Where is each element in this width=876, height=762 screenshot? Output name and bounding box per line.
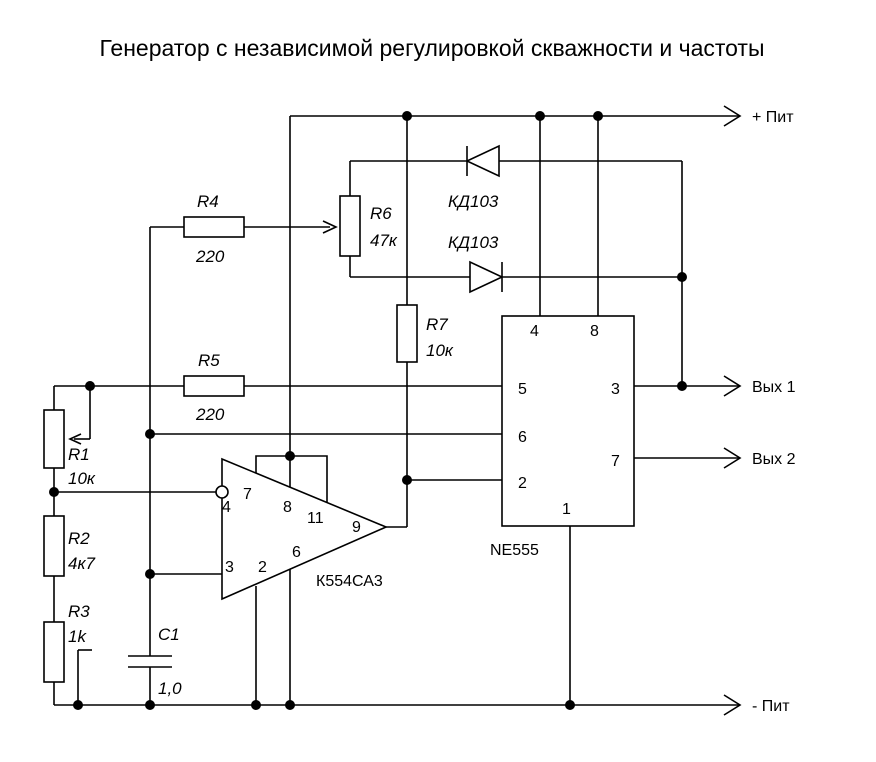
r7-ref: R7 [426,315,448,334]
timer-pin-3: 3 [611,381,620,398]
r1-value: 10к [68,469,96,488]
potentiometer-r1: R1 10к [43,409,96,488]
terminal-out1-label: Вых 1 [752,379,796,396]
comparator-pin-3: 3 [225,559,234,576]
timer-pin-7: 7 [611,453,620,470]
diode-d2: КД103 [448,233,504,294]
resistor-r7: R7 10к [396,304,454,363]
wires [53,105,742,716]
r3-ref: R3 [68,602,90,621]
timer-pin-2: 2 [518,475,527,492]
r1-ref: R1 [68,445,90,464]
capacitor-c1: C1 1,0 [128,625,182,698]
timer-pin-8: 8 [590,323,599,340]
timer-pin-4: 4 [530,323,539,340]
comparator-pin-11: 11 [307,510,324,527]
c1-value: 1,0 [158,679,182,698]
timer-ne555: 4 8 5 3 6 7 2 1 NE555 [490,315,635,559]
potentiometer-r3: R3 1k [43,602,90,683]
c1-ref: C1 [158,625,180,644]
comparator-label: К554СА3 [316,573,383,590]
comparator-pin-2: 2 [258,559,267,576]
comparator-pin-4: 4 [222,499,231,516]
r6-ref: R6 [370,204,392,223]
r4-value: 220 [195,247,225,266]
comparator-pin-8: 8 [283,499,292,516]
page-title: Генератор с независимой регулировкой скв… [100,35,765,61]
r5-ref: R5 [198,351,220,370]
comparator-pin-9: 9 [352,519,361,536]
d2-ref: КД103 [448,233,499,252]
terminal-out2-label: Вых 2 [752,451,796,468]
junction-dots [49,111,687,710]
timer-label: NE555 [490,542,539,559]
comparator-pin-6: 6 [292,544,301,561]
d1-ref: КД103 [448,192,499,211]
resistor-r4: R4 220 [183,192,245,266]
comparator-pin-7: 7 [243,486,252,503]
diode-d1: КД103 [448,144,500,211]
r2-ref: R2 [68,529,90,548]
r2-value: 4к7 [68,554,95,573]
r3-value: 1k [68,627,87,646]
comparator-k554ca3: 7 4 8 11 9 3 2 6 К554СА3 [215,457,389,601]
r5-value: 220 [195,405,225,424]
terminal-minus-label: - Пит [752,698,790,715]
terminal-plus-label: + Пит [752,109,794,126]
resistor-r5: R5 220 [183,351,245,424]
potentiometer-r6: R6 47к [339,195,398,257]
r4-ref: R4 [197,192,219,211]
timer-pin-1: 1 [562,501,571,518]
r6-value: 47к [370,231,398,250]
resistor-r2: R2 4к7 [43,515,95,577]
timer-pin-6: 6 [518,429,527,446]
timer-pin-5: 5 [518,381,527,398]
r7-value: 10к [426,341,454,360]
